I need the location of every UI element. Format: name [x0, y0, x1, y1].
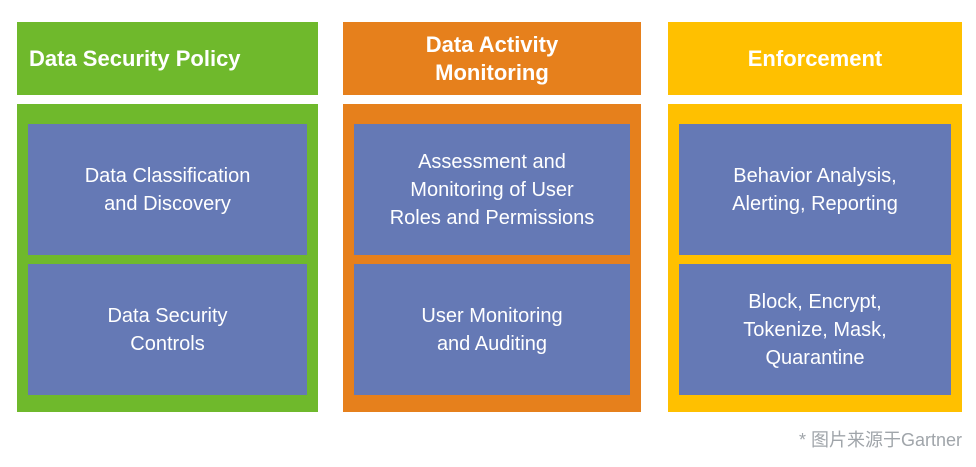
column-data-security-policy: Data Security Policy Data Classification…: [17, 22, 318, 412]
column-header-data-security-policy: Data Security Policy: [17, 22, 318, 95]
column-header-enforcement: Enforcement: [668, 22, 962, 95]
item-box-assessment-and-monitoring: Assessment and Monitoring of User Roles …: [354, 124, 630, 255]
item-box-block-encrypt-tokenize-mask-quarantine: Block, Encrypt, Tokenize, Mask, Quaranti…: [679, 264, 951, 395]
column-body-data-security-policy: Data Classification and Discovery Data S…: [17, 104, 318, 412]
column-body-data-activity-monitoring: Assessment and Monitoring of User Roles …: [343, 104, 641, 412]
column-header-data-activity-monitoring: Data Activity Monitoring: [343, 22, 641, 95]
column-enforcement: Enforcement Behavior Analysis, Alerting,…: [668, 22, 962, 412]
item-box-behavior-analysis-alerting-reporting: Behavior Analysis, Alerting, Reporting: [679, 124, 951, 255]
column-body-enforcement: Behavior Analysis, Alerting, Reporting B…: [668, 104, 962, 412]
item-box-data-security-controls: Data Security Controls: [28, 264, 307, 395]
source-footnote: * 图片来源于Gartner: [798, 430, 962, 450]
column-data-activity-monitoring: Data Activity Monitoring Assessment and …: [343, 22, 641, 412]
item-box-data-classification-and-discovery: Data Classification and Discovery: [28, 124, 307, 255]
item-box-user-monitoring-and-auditing: User Monitoring and Auditing: [354, 264, 630, 395]
